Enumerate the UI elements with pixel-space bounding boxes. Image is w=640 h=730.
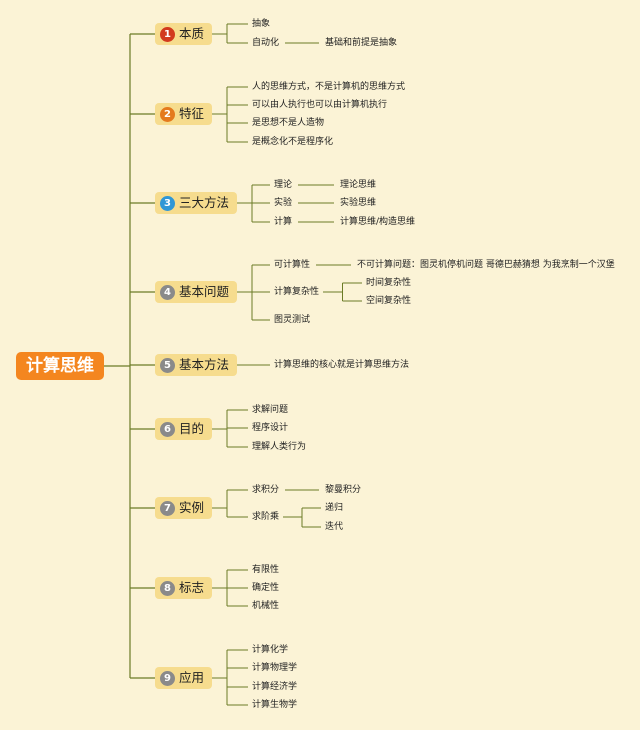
- node-8-3[interactable]: 机械性: [252, 601, 280, 611]
- branch-label: 应用: [179, 670, 205, 685]
- node-5-1[interactable]: 计算思维的核心就是计算思维方法: [274, 360, 410, 370]
- branch-label: 目的: [179, 421, 205, 436]
- branch-label: 基本方法: [179, 357, 230, 372]
- node-7-1[interactable]: 求积分: [252, 485, 280, 495]
- branch-6[interactable]: 6 目的: [155, 418, 213, 440]
- node-3-1-1[interactable]: 理论思维: [340, 180, 377, 190]
- branch-label: 三大方法: [179, 195, 230, 210]
- number-badge-icon: 2: [160, 106, 175, 122]
- branch-label: 特征: [179, 106, 205, 121]
- number-badge-icon: 3: [160, 195, 175, 211]
- node-2-3[interactable]: 是思想不是人造物: [252, 118, 325, 128]
- branch-label: 基本问题: [179, 284, 230, 299]
- branch-label: 本质: [179, 26, 205, 41]
- node-4-2-1[interactable]: 时间复杂性: [366, 278, 412, 288]
- node-3-3[interactable]: 计算: [274, 217, 293, 227]
- node-4-1-1[interactable]: 不可计算问题：图灵机停机问题 哥德巴赫猜想 为我烹制一个汉堡: [357, 260, 615, 270]
- branch-8[interactable]: 8 标志: [155, 577, 213, 599]
- number-badge-icon: 9: [160, 670, 175, 686]
- node-4-2-2[interactable]: 空间复杂性: [366, 296, 412, 306]
- node-3-3-1[interactable]: 计算思维/构造思维: [340, 217, 416, 227]
- node-9-2[interactable]: 计算物理学: [252, 663, 298, 673]
- node-1-2[interactable]: 自动化: [252, 38, 280, 48]
- node-7-1-1[interactable]: 黎曼积分: [325, 485, 362, 495]
- node-2-4[interactable]: 是概念化不是程序化: [252, 137, 334, 147]
- node-8-1[interactable]: 有限性: [252, 565, 280, 575]
- branch-9[interactable]: 9 应用: [155, 667, 213, 689]
- node-3-2[interactable]: 实验: [274, 198, 293, 208]
- node-6-2[interactable]: 程序设计: [252, 423, 289, 433]
- node-7-2-1[interactable]: 递归: [325, 503, 344, 513]
- node-6-3[interactable]: 理解人类行为: [252, 442, 307, 452]
- branch-label: 实例: [179, 500, 205, 515]
- node-4-2[interactable]: 计算复杂性: [274, 287, 320, 297]
- node-4-1[interactable]: 可计算性: [274, 260, 311, 270]
- node-3-2-1[interactable]: 实验思维: [340, 198, 377, 208]
- branch-3[interactable]: 3 三大方法: [155, 192, 238, 214]
- branch-4[interactable]: 4 基本问题: [155, 281, 238, 303]
- number-badge-icon: 7: [160, 500, 175, 516]
- node-6-1[interactable]: 求解问题: [252, 405, 289, 415]
- node-9-1[interactable]: 计算化学: [252, 645, 289, 655]
- branch-5[interactable]: 5 基本方法: [155, 354, 238, 376]
- node-7-2[interactable]: 求阶乘: [252, 512, 280, 522]
- node-2-1[interactable]: 人的思维方式，不是计算机的思维方式: [252, 82, 406, 92]
- node-3-1[interactable]: 理论: [274, 180, 293, 190]
- branch-1[interactable]: 1 本质: [155, 23, 213, 45]
- node-2-2[interactable]: 可以由人执行也可以由计算机执行: [252, 100, 388, 110]
- branch-label: 标志: [179, 580, 205, 595]
- number-badge-icon: 8: [160, 580, 175, 596]
- branch-7[interactable]: 7 实例: [155, 497, 213, 519]
- number-badge-icon: 5: [160, 357, 175, 373]
- node-1-2-1[interactable]: 基础和前提是抽象: [325, 38, 398, 48]
- node-9-4[interactable]: 计算生物学: [252, 700, 298, 710]
- node-9-3[interactable]: 计算经济学: [252, 682, 298, 692]
- root-node[interactable]: 计算思维: [16, 352, 104, 380]
- number-badge-icon: 4: [160, 284, 175, 300]
- number-badge-icon: 6: [160, 421, 175, 437]
- number-badge-icon: 1: [160, 26, 175, 42]
- node-7-2-2[interactable]: 迭代: [325, 522, 344, 532]
- node-8-2[interactable]: 确定性: [252, 583, 280, 593]
- node-1-1[interactable]: 抽象: [252, 19, 271, 29]
- node-4-3[interactable]: 图灵测试: [274, 315, 311, 325]
- branch-2[interactable]: 2 特征: [155, 103, 213, 125]
